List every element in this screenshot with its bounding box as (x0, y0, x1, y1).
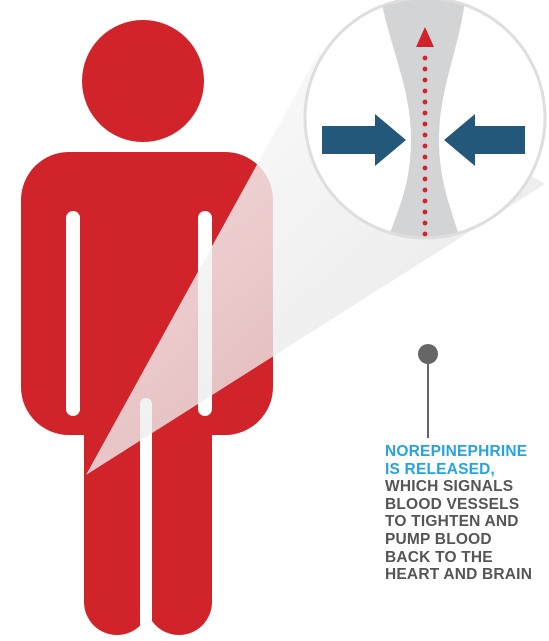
norepinephrine-caption: NOREPINEPHRINE IS RELEASED, WHICH SIGNAL… (385, 443, 549, 584)
caption-body-line: WHICH SIGNALS (385, 478, 549, 496)
caption-body-line: HEART AND BRAIN (385, 566, 549, 584)
caption-body-line: BLOOD VESSELS (385, 496, 549, 514)
figure-left-arm-gap (66, 211, 80, 416)
caption-body-line: BACK TO THE (385, 549, 549, 567)
caption-leader (418, 344, 438, 438)
figure-head (82, 20, 204, 142)
caption-body-line: TO TIGHTEN AND (385, 513, 549, 531)
caption-highlight-line: IS RELEASED, (385, 461, 549, 479)
caption-body-line: PUMP BLOOD (385, 531, 549, 549)
caption-highlight-line: NOREPINEPHRINE (385, 443, 549, 461)
